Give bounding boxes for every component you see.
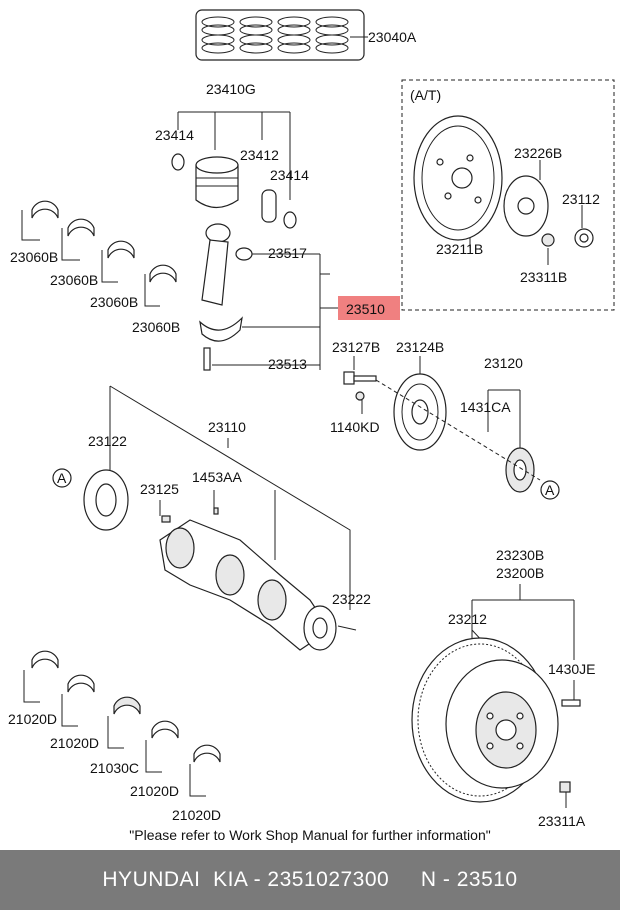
label-21020D-3: 21020D xyxy=(130,783,179,799)
note-text: "Please refer to Work Shop Manual for fu… xyxy=(129,827,490,843)
label-23120: 23120 xyxy=(484,355,523,371)
label-21020D-4: 21020D xyxy=(172,807,221,823)
label-23311B: 23311B xyxy=(520,269,567,285)
piston xyxy=(171,153,297,229)
label-a-left: A xyxy=(57,470,67,486)
label-21020D-2: 21020D xyxy=(50,735,99,751)
label-21020D-1: 21020D xyxy=(8,711,57,727)
drive-plate xyxy=(413,115,503,241)
label-23414-right: 23414 xyxy=(270,167,309,183)
lower-bearings xyxy=(23,650,221,797)
label-23200B: 23200B xyxy=(496,565,544,581)
label-23410G: 23410G xyxy=(206,81,256,97)
ref-a-right xyxy=(540,480,560,500)
label-1453AA: 1453AA xyxy=(192,469,242,485)
label-23513: 23513 xyxy=(268,356,307,372)
label-23060B-4: 23060B xyxy=(132,319,180,335)
label-23060B-2: 23060B xyxy=(50,272,98,288)
label-23124B: 23124B xyxy=(396,339,444,355)
label-23112: 23112 xyxy=(562,191,600,207)
connecting-rod xyxy=(199,223,253,371)
footer-part-number: HYUNDAI KIA - 2351027300 N - 23510 xyxy=(102,868,518,891)
label-23222: 23222 xyxy=(332,591,371,607)
label-21030C: 21030C xyxy=(90,760,139,776)
label-23230B: 23230B xyxy=(496,547,544,563)
ref-a-left xyxy=(52,468,72,488)
label-at: (A/T) xyxy=(410,87,441,103)
label-1431CA: 1431CA xyxy=(460,399,511,415)
label-23517: 23517 xyxy=(268,245,307,261)
footer-bar: HYUNDAI KIA - 2351027300 N - 23510 xyxy=(0,850,620,910)
label-23060B-3: 23060B xyxy=(90,294,138,310)
label-23110: 23110 xyxy=(208,419,246,435)
label-1430JE: 1430JE xyxy=(548,661,595,677)
label-23125: 23125 xyxy=(140,481,179,497)
pulley-parts xyxy=(343,371,541,493)
flywheel xyxy=(411,637,581,803)
label-23060B-1: 23060B xyxy=(10,249,58,265)
upper-bearings xyxy=(21,200,177,307)
label-23414-left: 23414 xyxy=(155,127,194,143)
parts-diagram: 23040A 23410G 23414 23412 23414 23060B 2… xyxy=(8,9,615,843)
highlight-23510 xyxy=(338,296,400,320)
label-23226B: 23226B xyxy=(514,145,562,161)
label-23212: 23212 xyxy=(448,611,487,627)
label-23040A: 23040A xyxy=(368,29,417,45)
crankshaft xyxy=(83,469,357,651)
adapter-plate xyxy=(503,175,594,248)
label-23510: 23510 xyxy=(346,301,385,317)
piston-rings xyxy=(195,9,368,61)
label-a-right: A xyxy=(545,482,555,498)
label-23412: 23412 xyxy=(240,147,279,163)
label-23122: 23122 xyxy=(88,433,127,449)
at-box xyxy=(401,79,615,311)
label-23211B: 23211B xyxy=(436,241,483,257)
label-1140KD: 1140KD xyxy=(330,419,380,435)
label-23311A: 23311A xyxy=(538,813,586,829)
label-23127B: 23127B xyxy=(332,339,380,355)
